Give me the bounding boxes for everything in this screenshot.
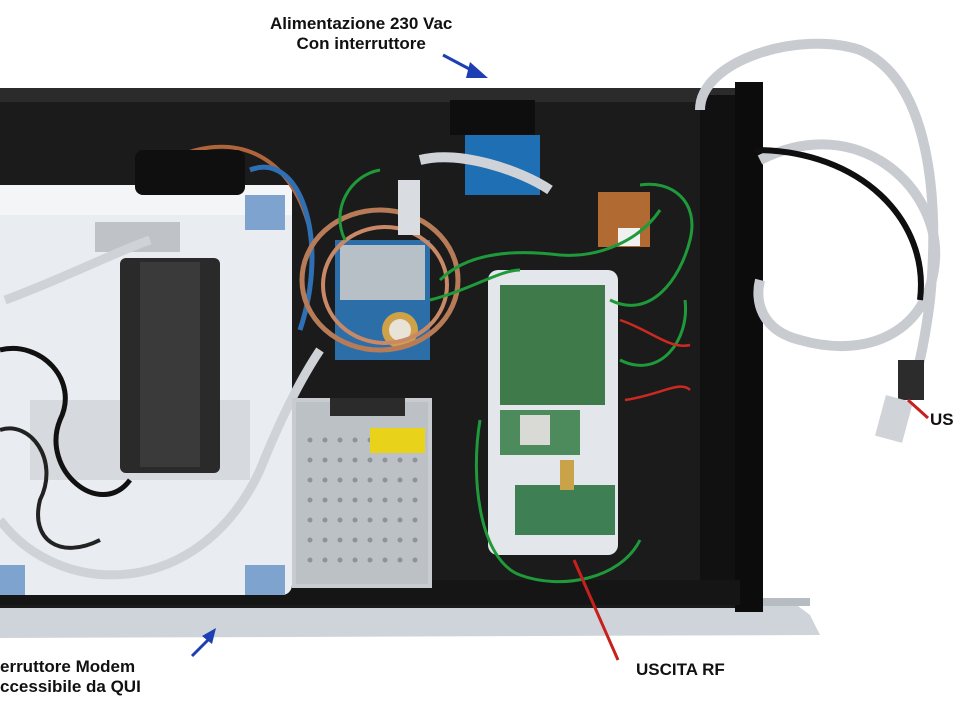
usb-label: US — [930, 410, 954, 429]
modem-label-line2: ccessibile da QUI — [0, 676, 141, 696]
power-inlet-label: Alimentazione 230 Vac Con interruttore — [270, 14, 452, 53]
modem-label-line1: erruttore Modem — [0, 657, 136, 676]
power-label-line1: Alimentazione 230 Vac — [270, 14, 453, 33]
power-label-line2: Con interruttore — [296, 33, 426, 53]
modem-switch-label: erruttore Modem ccessibile da QUI — [0, 657, 141, 696]
aluminium-tray — [0, 600, 820, 638]
rf-output-label: USCITA RF — [636, 660, 725, 679]
